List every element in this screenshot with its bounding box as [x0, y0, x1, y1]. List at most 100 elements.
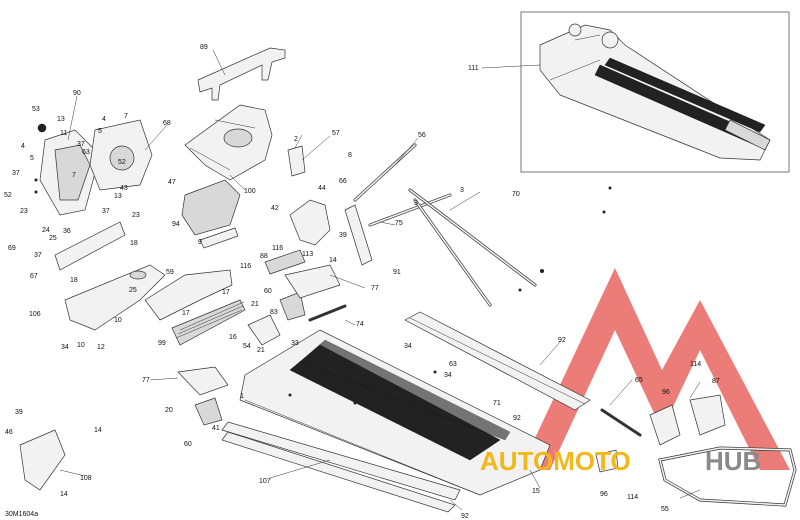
callout-label-16: 16 [229, 334, 237, 341]
part-92-rail-lower [221, 421, 461, 501]
callout-label-36: 36 [63, 228, 71, 235]
part-75-tie-rod [368, 193, 452, 227]
callout-label-113: 113 [302, 251, 313, 258]
callout-label-20: 20 [165, 407, 173, 414]
part-67-rail [54, 221, 126, 271]
callout-label-96: 96 [600, 491, 608, 498]
part-94-bracket [181, 179, 241, 236]
callout-label-25: 25 [49, 235, 57, 242]
part-99-heat-exchanger [171, 299, 246, 346]
part-57-bracket [287, 145, 306, 177]
callout-label-77: 77 [142, 377, 150, 384]
callout-labels: 1118990531311457683763524537522374313476… [4, 44, 720, 520]
callout-label-17: 17 [182, 310, 190, 317]
callout-label-5: 5 [98, 128, 102, 135]
part-53-cap [37, 123, 47, 133]
callout-label-42: 42 [271, 205, 279, 212]
callout-label-63: 63 [449, 361, 457, 368]
callout-label-14: 14 [94, 427, 102, 434]
callout-label-54: 54 [243, 343, 251, 350]
callout-label-70: 70 [512, 191, 520, 198]
callout-label-116: 116 [272, 245, 283, 252]
callout-label-14: 14 [60, 491, 68, 498]
callout-label-39: 39 [339, 232, 347, 239]
callout-label-37: 37 [102, 208, 110, 215]
callout-label-3: 3 [414, 200, 418, 207]
part-54-bracket [247, 314, 281, 346]
callout-label-77: 77 [371, 285, 379, 292]
callout-label-107: 107 [259, 478, 271, 485]
callout-label-44: 44 [318, 185, 326, 192]
callout-label-10: 10 [77, 342, 85, 349]
callout-label-88: 88 [260, 253, 268, 260]
callout-label-108: 108 [80, 475, 92, 482]
frame-assembly-inset [520, 11, 790, 173]
callout-label-47: 47 [168, 179, 176, 186]
part-56-column [353, 143, 417, 202]
callout-label-4: 4 [21, 143, 25, 150]
callout-label-2: 2 [294, 136, 298, 143]
callout-label-114: 114 [690, 361, 701, 368]
callout-label-99: 99 [158, 340, 166, 347]
callout-label-9: 9 [198, 239, 202, 246]
callout-label-14: 14 [329, 257, 337, 264]
callout-label-12: 12 [97, 344, 105, 351]
callout-label-7: 7 [72, 172, 76, 179]
callout-label-15: 15 [532, 488, 540, 495]
callout-label-13: 13 [114, 193, 122, 200]
callout-label-23: 23 [132, 212, 140, 219]
callout-label-21: 21 [251, 301, 259, 308]
callout-label-18: 18 [130, 240, 138, 247]
callout-label-34: 34 [61, 344, 69, 351]
part-90-plate [39, 129, 101, 216]
callout-label-92: 92 [558, 337, 566, 344]
part-83-bracket [279, 291, 306, 321]
part-70-strut [408, 188, 537, 307]
part-77-bracket-upper [284, 264, 341, 299]
callout-label-43: 43 [120, 185, 128, 192]
callout-label-52: 52 [118, 159, 126, 166]
callout-label-91: 91 [393, 269, 401, 276]
callout-label-25: 25 [129, 287, 137, 294]
callout-label-59: 59 [166, 269, 174, 276]
callout-label-69: 69 [8, 245, 16, 252]
callout-label-71: 71 [493, 400, 501, 407]
callout-label-17: 17 [222, 289, 230, 296]
callout-label-74: 74 [356, 321, 364, 328]
callout-label-7: 7 [124, 113, 128, 120]
callout-label-57: 57 [332, 130, 340, 137]
callout-label-116: 116 [240, 263, 251, 270]
callout-label-3: 3 [460, 187, 464, 194]
part-77-bracket-lower [177, 366, 229, 396]
callout-label-5: 5 [30, 155, 34, 162]
part-88-assembly [264, 249, 306, 275]
callout-label-75: 75 [395, 220, 403, 227]
callout-label-18: 18 [70, 277, 78, 284]
callout-label-106: 106 [29, 311, 41, 318]
part-59-fairing [144, 269, 233, 321]
watermark-part1: AUTOMOTO [480, 446, 631, 476]
callout-label-96: 96 [662, 389, 670, 396]
callout-label-83: 83 [270, 309, 278, 316]
callout-label-34: 34 [444, 372, 452, 379]
part-96-bracket [649, 404, 681, 446]
part-55-bumper [658, 446, 797, 507]
part-108-bracket [19, 429, 66, 491]
part-65-rod [600, 408, 642, 437]
callout-label-68: 68 [163, 120, 171, 127]
callout-label-67: 67 [30, 273, 38, 280]
callout-label-8: 8 [348, 152, 352, 159]
part-89-bracket [197, 47, 286, 101]
part-60-bracket [194, 397, 223, 426]
watermark-logo [520, 268, 790, 470]
callout-label-60: 60 [184, 441, 192, 448]
callout-label-37: 37 [77, 141, 85, 148]
callout-label-63: 63 [82, 149, 90, 156]
part-100-panel [184, 104, 273, 181]
callout-label-53: 53 [32, 106, 40, 113]
callout-label-87: 87 [712, 378, 720, 385]
callout-label-4: 4 [102, 116, 106, 123]
part-91-arm [344, 204, 373, 266]
callout-label-37: 37 [12, 170, 20, 177]
